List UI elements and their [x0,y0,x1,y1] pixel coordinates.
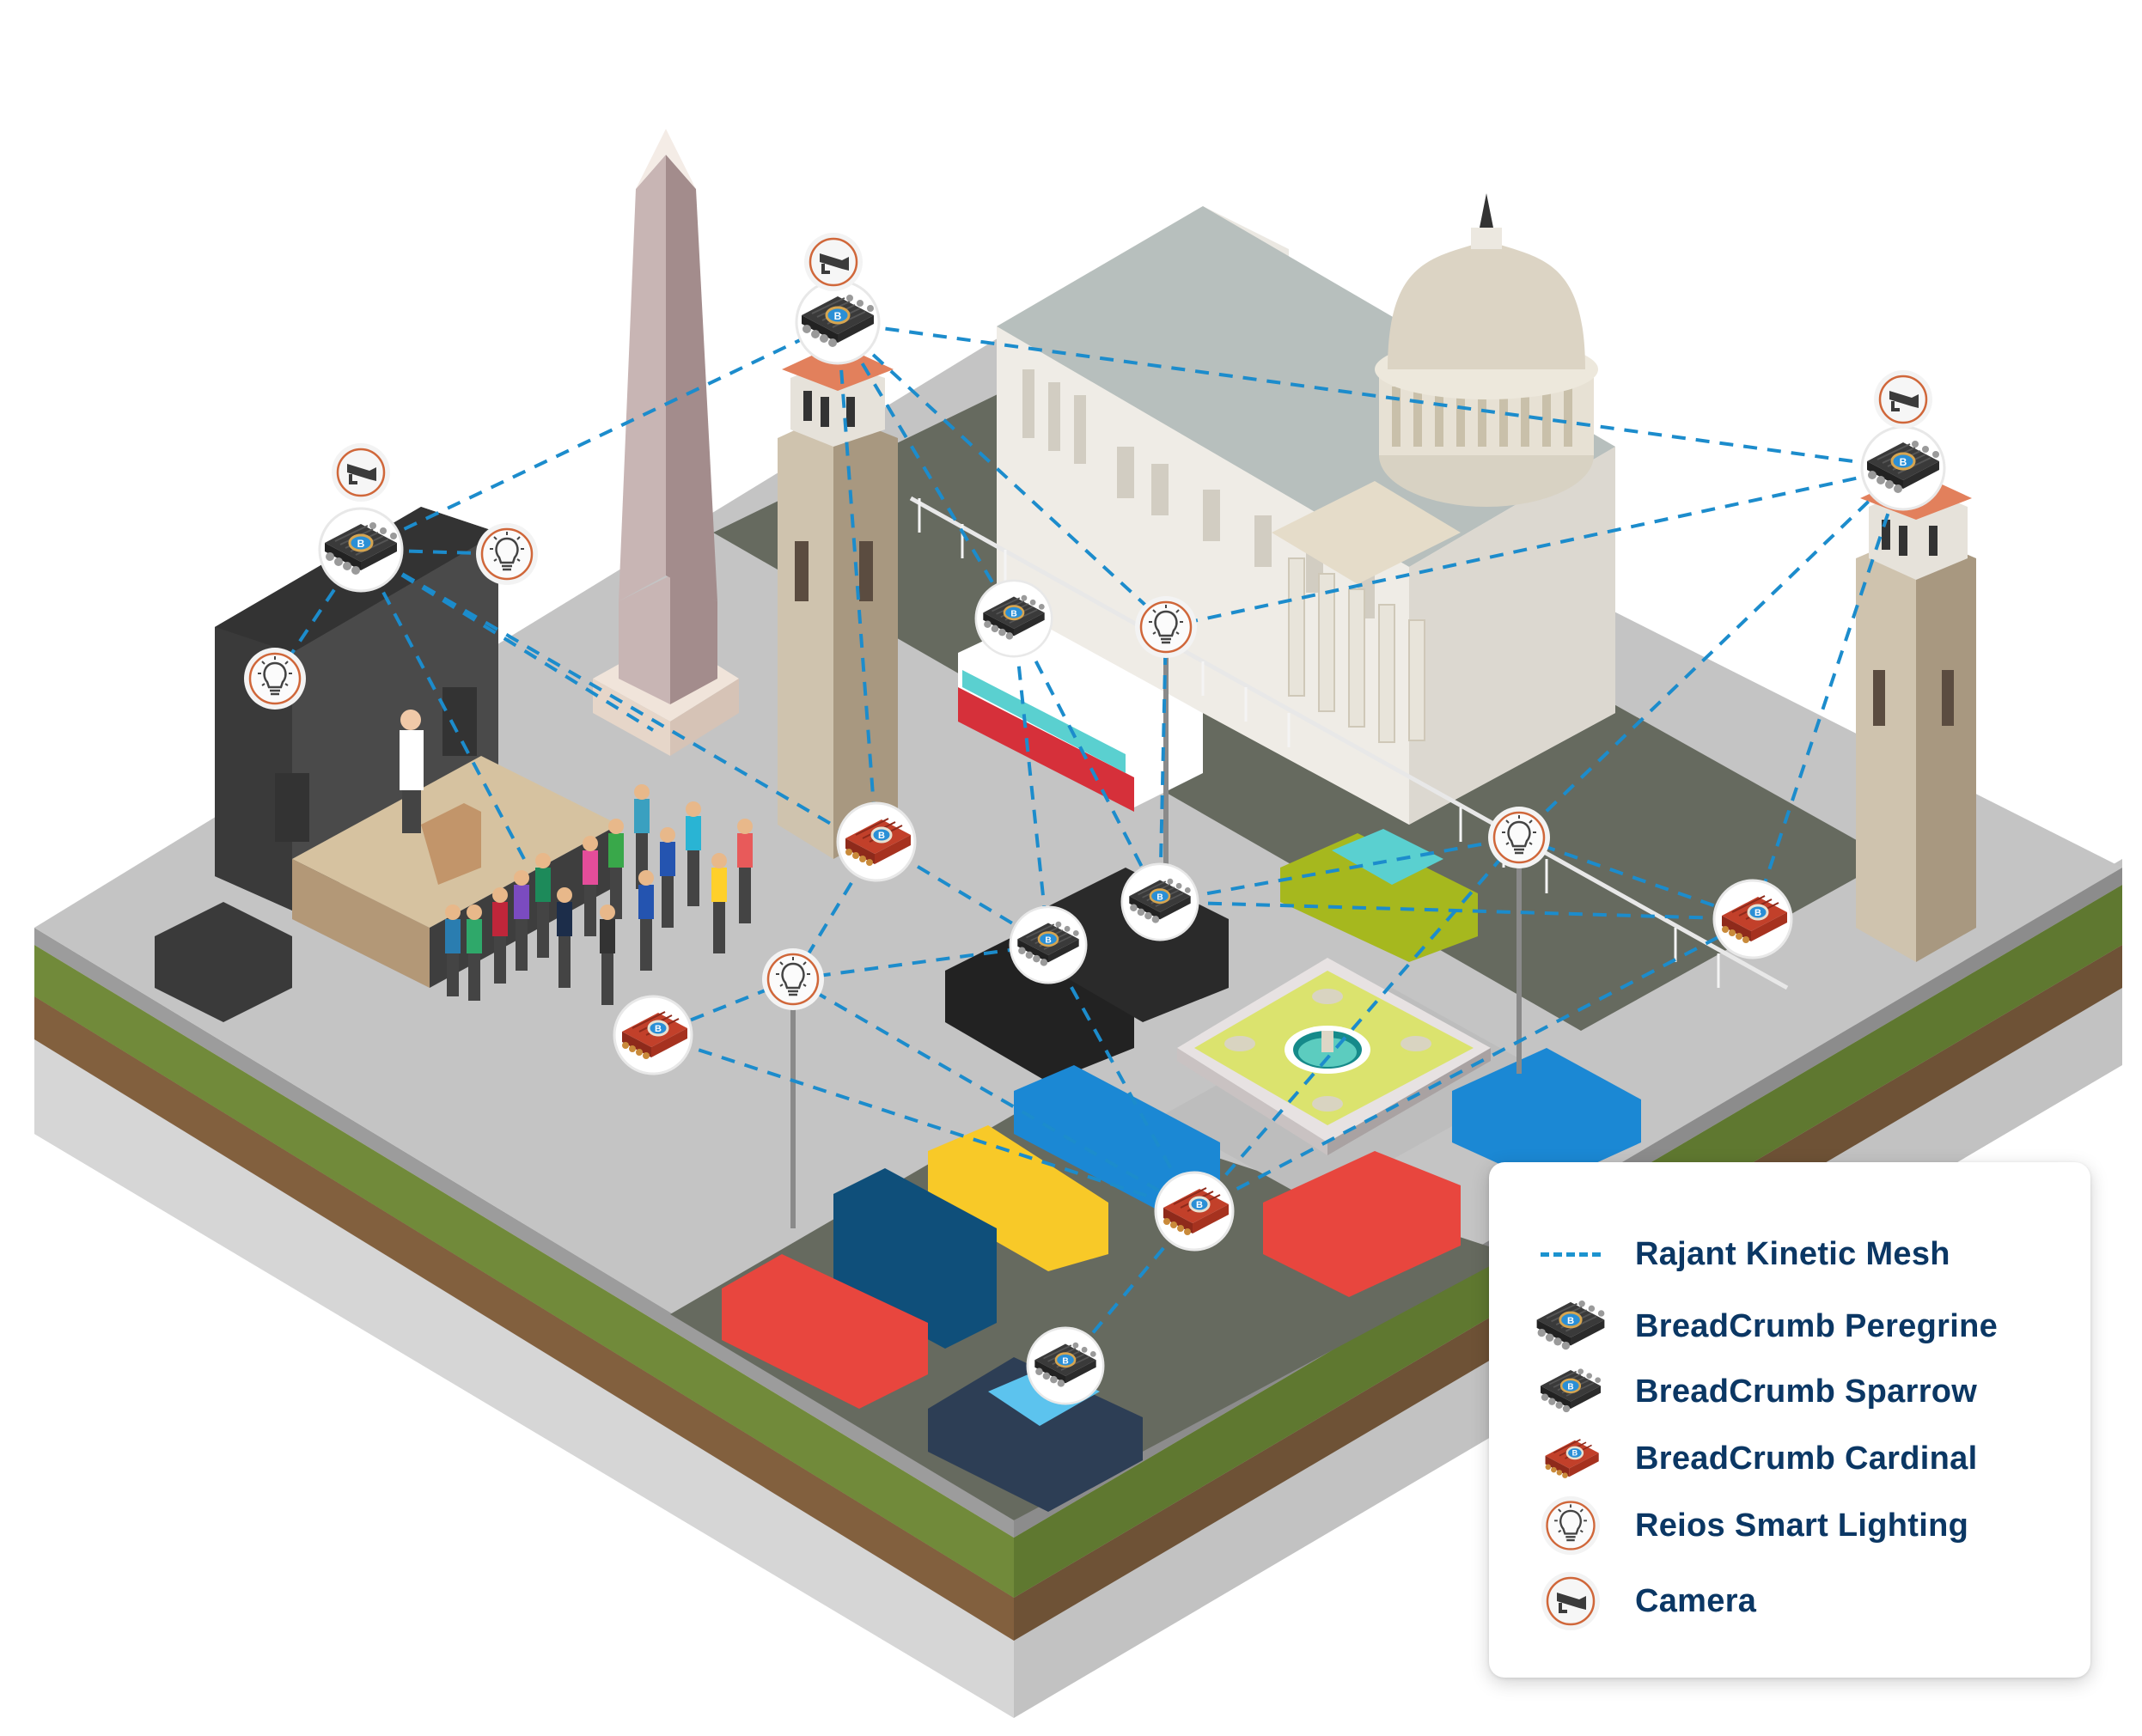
camera-icon [1523,1562,1618,1640]
fountain-plaza [1177,958,1491,1155]
legend-item-sparrow: BreadCrumb Sparrow [1489,1353,1977,1430]
clock-tower-right [1856,472,1976,962]
legend-label: BreadCrumb Sparrow [1635,1373,1978,1410]
mesh-links [273,320,1905,1367]
clock-tower-left [778,344,898,859]
legend-item-mesh: Rajant Kinetic Mesh [1489,1215,1950,1293]
breadcrumb-cardinal-icon [1523,1420,1618,1497]
legend-label: Camera [1635,1582,1757,1619]
sparrow-nodes [974,579,1199,1405]
legend-panel: Rajant Kinetic Mesh BreadCrumb Peregrine… [1489,1162,2090,1678]
legend-item-lighting: Reios Smart Lighting [1489,1487,1968,1564]
lightbulb-icon [1523,1487,1618,1564]
legend-item-peregrine: BreadCrumb Peregrine [1489,1288,1998,1365]
legend-label: Reios Smart Lighting [1635,1507,1969,1544]
legend-label: BreadCrumb Peregrine [1635,1307,1999,1344]
capitol-building [909,193,1789,990]
peregrine-nodes [318,279,1946,593]
legend-item-camera: Camera [1489,1562,1756,1640]
breadcrumb-sparrow-icon [1523,1353,1618,1430]
legend-label: Rajant Kinetic Mesh [1635,1235,1950,1272]
crowd [445,784,753,1005]
legend-label: BreadCrumb Cardinal [1635,1440,1978,1477]
dashed-line-icon [1523,1215,1618,1293]
cardinal-nodes [613,801,1793,1252]
legend-item-cardinal: BreadCrumb Cardinal [1489,1420,1977,1497]
